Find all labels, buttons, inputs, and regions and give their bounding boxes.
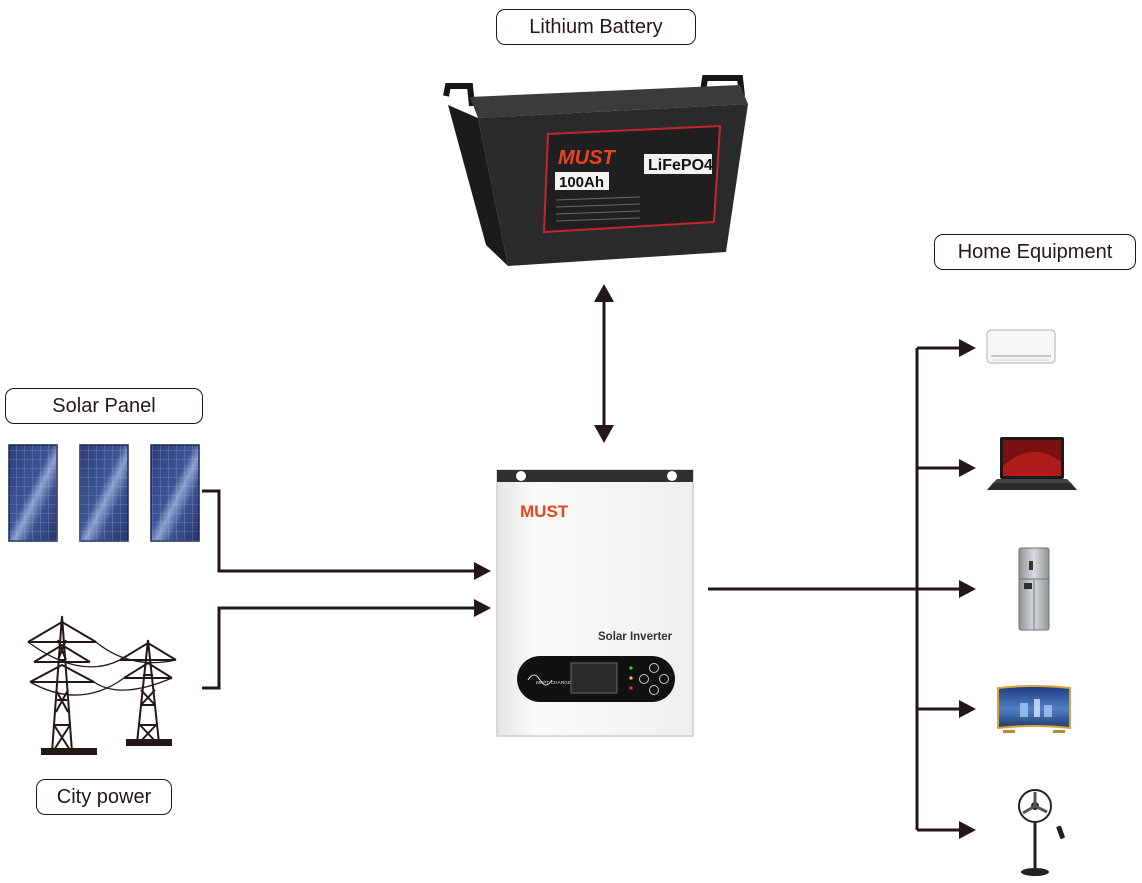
arrow-city-in: [474, 599, 491, 617]
inverter-model-text: Solar Inverter: [598, 631, 673, 643]
solar-panel-2: [79, 444, 129, 542]
solar-panel-label: Solar Panel: [5, 388, 203, 424]
air-conditioner-icon: [986, 329, 1056, 364]
arrow-to-fridge: [959, 580, 976, 598]
television-icon: [997, 685, 1071, 733]
battery-brand: MUST: [558, 147, 616, 169]
lithium-battery-label: Lithium Battery: [496, 9, 696, 45]
inverter-display-text: MPPT CHARGER: [536, 680, 575, 686]
arrowheads: [474, 284, 976, 839]
solar-panel-1: [8, 444, 58, 542]
city-power-label: City power: [36, 779, 172, 815]
solar-panel-icon: [8, 444, 200, 542]
arrow-to-fan: [959, 821, 976, 839]
inverter-icon: MUST Solar Inverter MPPT CHARGER: [496, 469, 694, 737]
arrow-down-to-inverter: [594, 425, 614, 443]
arrow-solar-in: [474, 562, 491, 580]
arrow-to-tv: [959, 700, 976, 718]
arrow-up-to-battery: [594, 284, 614, 302]
arrow-to-laptop: [959, 459, 976, 477]
fan-icon: [1018, 789, 1065, 876]
connector-lines: [202, 300, 962, 832]
inverter-brand: MUST: [520, 502, 569, 521]
battery-chemistry: LiFePO4: [648, 157, 713, 174]
city-to-inverter-line: [202, 606, 478, 690]
solar-to-inverter-line: [202, 489, 478, 573]
refrigerator-icon: [1018, 547, 1050, 631]
inverter-screen: [570, 662, 618, 694]
battery-icon: MUST 100Ah LiFePO4: [443, 75, 748, 266]
solar-panel-3: [150, 444, 200, 542]
battery-capacity: 100Ah: [559, 174, 604, 191]
arrow-to-ac: [959, 339, 976, 357]
home-equipment-label: Home Equipment: [934, 234, 1136, 270]
power-tower-icon: [27, 615, 177, 755]
laptop-icon: [987, 437, 1077, 490]
